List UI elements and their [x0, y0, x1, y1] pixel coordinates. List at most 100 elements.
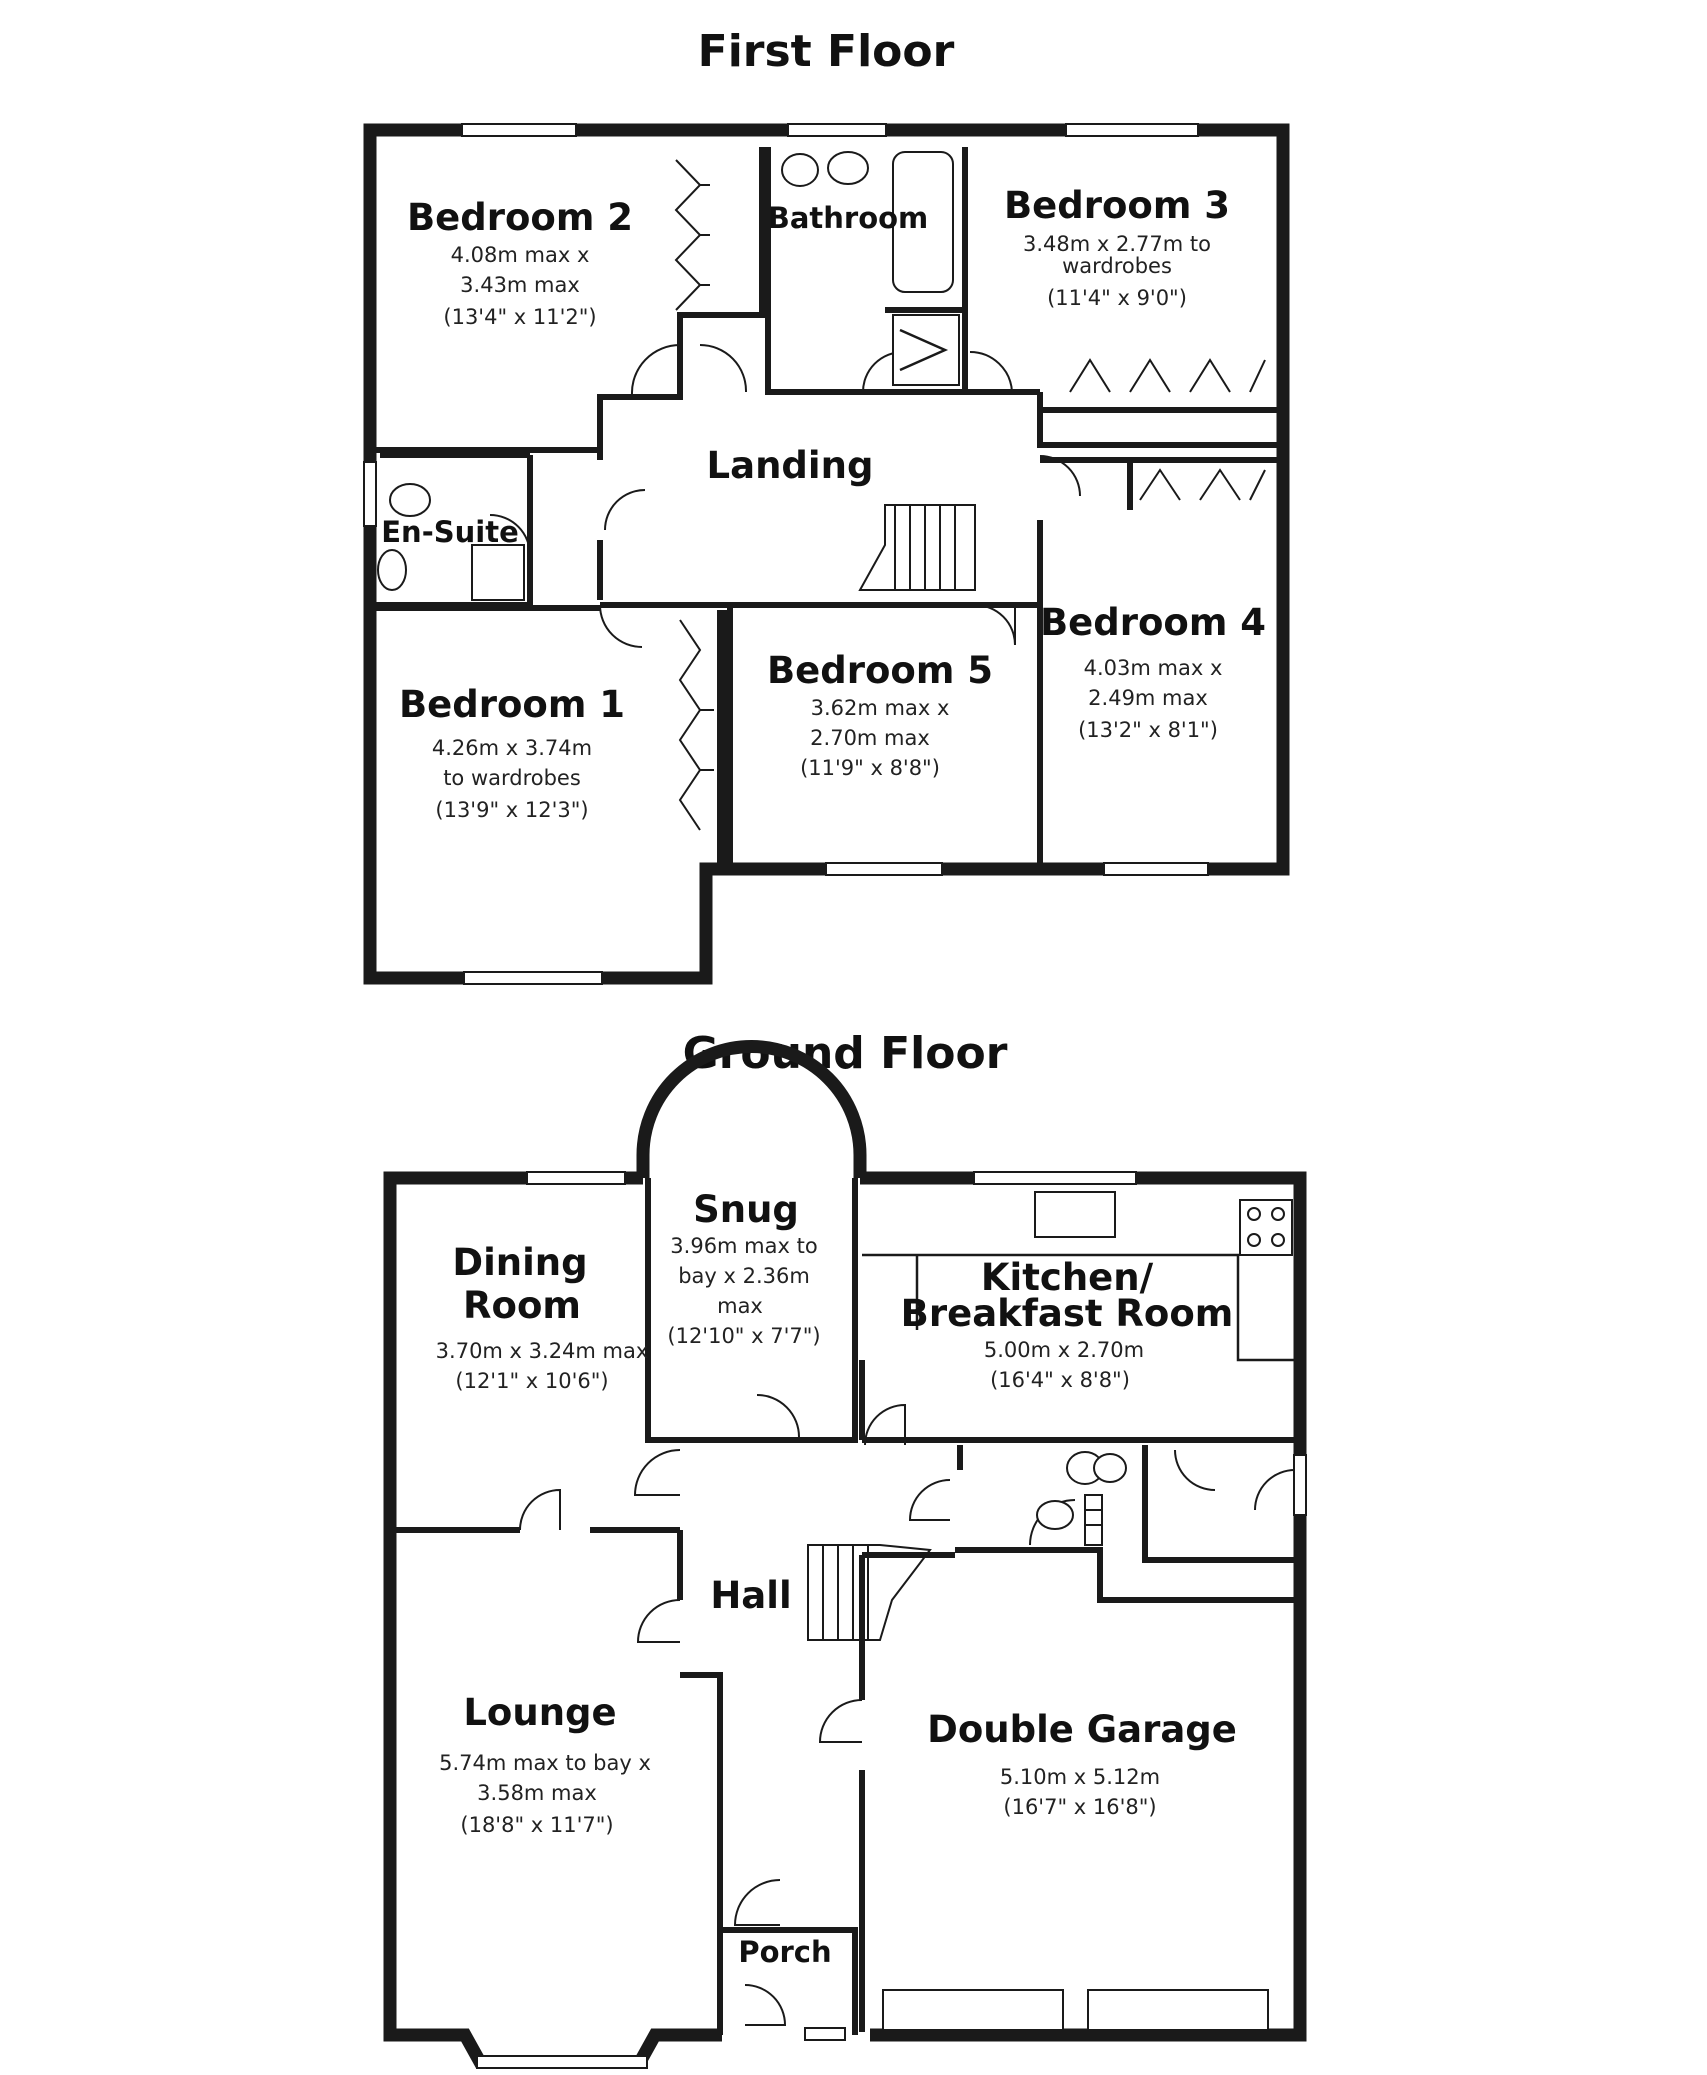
ensuite-basin-icon [377, 549, 407, 591]
first-floor-outer-wall [363, 123, 1290, 985]
bedroom1-dim-3: (13'9" x 12'3") [435, 798, 588, 822]
lounge-name: Lounge [463, 1691, 616, 1734]
window-bedroom4 [1103, 862, 1209, 876]
window-dining [526, 1171, 626, 1185]
snug-dim-3: max [717, 1294, 763, 1318]
window-bedroom5 [825, 862, 943, 876]
bedroom4-dim-2: 2.49m max [1088, 686, 1208, 710]
wardrobes [674, 159, 1266, 831]
garage-door-right [1087, 1989, 1269, 2031]
bedroom5-dim-3: (11'9" x 8'8") [800, 756, 940, 780]
bedroom1-name: Bedroom 1 [399, 683, 625, 726]
door-bedroom1 [599, 604, 643, 648]
first-floor-doors [489, 343, 1081, 648]
snug-dim-4: (12'10" x 7'7") [667, 1324, 820, 1348]
door-airing [699, 344, 748, 393]
door-ensuite [489, 514, 531, 556]
bedroom5-dim-2: 2.70m max [810, 726, 930, 750]
porch-wall [720, 1927, 858, 2035]
shower-icon [892, 314, 960, 386]
door-lounge [519, 1488, 561, 1531]
door-dining [633, 1449, 681, 1496]
window-porch [804, 2027, 846, 2041]
door-lounge-hall [636, 1599, 681, 1643]
lounge-dim-1: 5.74m max to bay x [439, 1751, 651, 1775]
porch-name: Porch [738, 1935, 831, 1969]
window-ensuite [363, 461, 377, 527]
window-lounge-bay [476, 2055, 648, 2069]
bedroom1-dim-2: to wardrobes [443, 766, 581, 790]
ensuite-shower-icon [471, 544, 525, 601]
bedroom4-dim-3: (13'2" x 8'1") [1078, 718, 1218, 742]
first-floor-title: First Floor [698, 26, 955, 77]
bedroom3-name: Bedroom 3 [1004, 184, 1230, 227]
wc-fixtures [1036, 1451, 1127, 1546]
ground-floor-stairs [807, 1544, 932, 1641]
ground-floor-outer-wall [383, 1040, 1307, 2069]
lounge-dim-2: 3.58m max [477, 1781, 597, 1805]
first-floor-interior-walls [372, 147, 1280, 866]
utility-walls [957, 1445, 1297, 1563]
ensuite-name: En-Suite [381, 515, 519, 549]
door-kitchen [864, 1403, 906, 1446]
bathroom-name: Bathroom [768, 201, 929, 235]
door-utility [1174, 1449, 1216, 1491]
bedroom4-dim-1: 4.03m max x [1084, 656, 1223, 680]
door-ensuite-store [604, 489, 646, 531]
snug-dim-2: bay x 2.36m [678, 1264, 810, 1288]
window-bedroom3 [1065, 123, 1199, 137]
door-snug [756, 1394, 800, 1438]
door-cloak [908, 1479, 951, 1521]
bedroom3-dim-1: 3.48m x 2.77m to [1023, 232, 1211, 256]
kitchen-name-2: Breakfast Room [901, 1292, 1234, 1335]
bedroom1-dim-1: 4.26m x 3.74m [432, 736, 592, 760]
toilet-icon [781, 153, 819, 187]
door-bedroom2 [630, 343, 681, 396]
hall-left-wall [677, 1530, 723, 2035]
dining-name-2: Room [463, 1284, 581, 1327]
ground-floor: Ground Floor [383, 1028, 1307, 2069]
door-porch-inner [733, 1879, 781, 1926]
bedroom5-name: Bedroom 5 [767, 649, 993, 692]
bedroom2-dim-3: (13'4" x 11'2") [443, 305, 596, 329]
door-side [1254, 1469, 1296, 1511]
garage-dim-1: 5.10m x 5.12m [1000, 1765, 1160, 1789]
bedroom5-dim-1: 3.62m max x [811, 696, 950, 720]
snug-dim-1: 3.96m max to [670, 1234, 817, 1258]
ensuite-toilet-icon [389, 483, 431, 517]
window-bedroom2 [461, 123, 577, 137]
snug-name: Snug [693, 1188, 799, 1231]
wc-basin-icon [1093, 1453, 1127, 1483]
landing-name: Landing [707, 444, 874, 487]
first-floor-stairs [858, 504, 976, 591]
first-floor: First Floor [363, 26, 1290, 985]
door-front [744, 1984, 787, 2026]
window-bathroom [787, 123, 887, 137]
garage-door-left [882, 1989, 1064, 2031]
door-bedroom4 [1039, 455, 1081, 497]
bedroom2-name: Bedroom 2 [407, 196, 633, 239]
basin-icon [827, 151, 869, 185]
hob-icon [1239, 1199, 1293, 1256]
window-kitchen [973, 1171, 1137, 1185]
kitchen-dim-1: 5.00m x 2.70m [984, 1338, 1144, 1362]
window-bedroom1 [463, 971, 603, 985]
kitchen-name-1: Kitchen/ [981, 1256, 1154, 1299]
bath-icon [892, 151, 954, 293]
bedroom4-name: Bedroom 4 [1040, 601, 1266, 644]
door-garage [818, 1699, 863, 1743]
window-utility [1293, 1454, 1307, 1516]
door-bedroom5 [974, 604, 1016, 646]
bedroom3-dim-3: (11'4" x 9'0") [1047, 286, 1187, 310]
dining-name-1: Dining [452, 1241, 587, 1284]
sink-icon [1034, 1191, 1116, 1238]
lounge-dim-3: (18'8" x 11'7") [460, 1813, 613, 1837]
dining-dim-1: 3.70m x 3.24m max [436, 1339, 649, 1363]
kitchen-units [862, 1191, 1297, 1362]
bedroom2-dim-2: 3.43m max [460, 273, 580, 297]
bedroom3-dim-2: wardrobes [1062, 254, 1172, 278]
bathroom-fixtures [377, 151, 960, 601]
bedroom2-dim-1: 4.08m max x [451, 243, 590, 267]
snug-walls [645, 1178, 858, 1443]
